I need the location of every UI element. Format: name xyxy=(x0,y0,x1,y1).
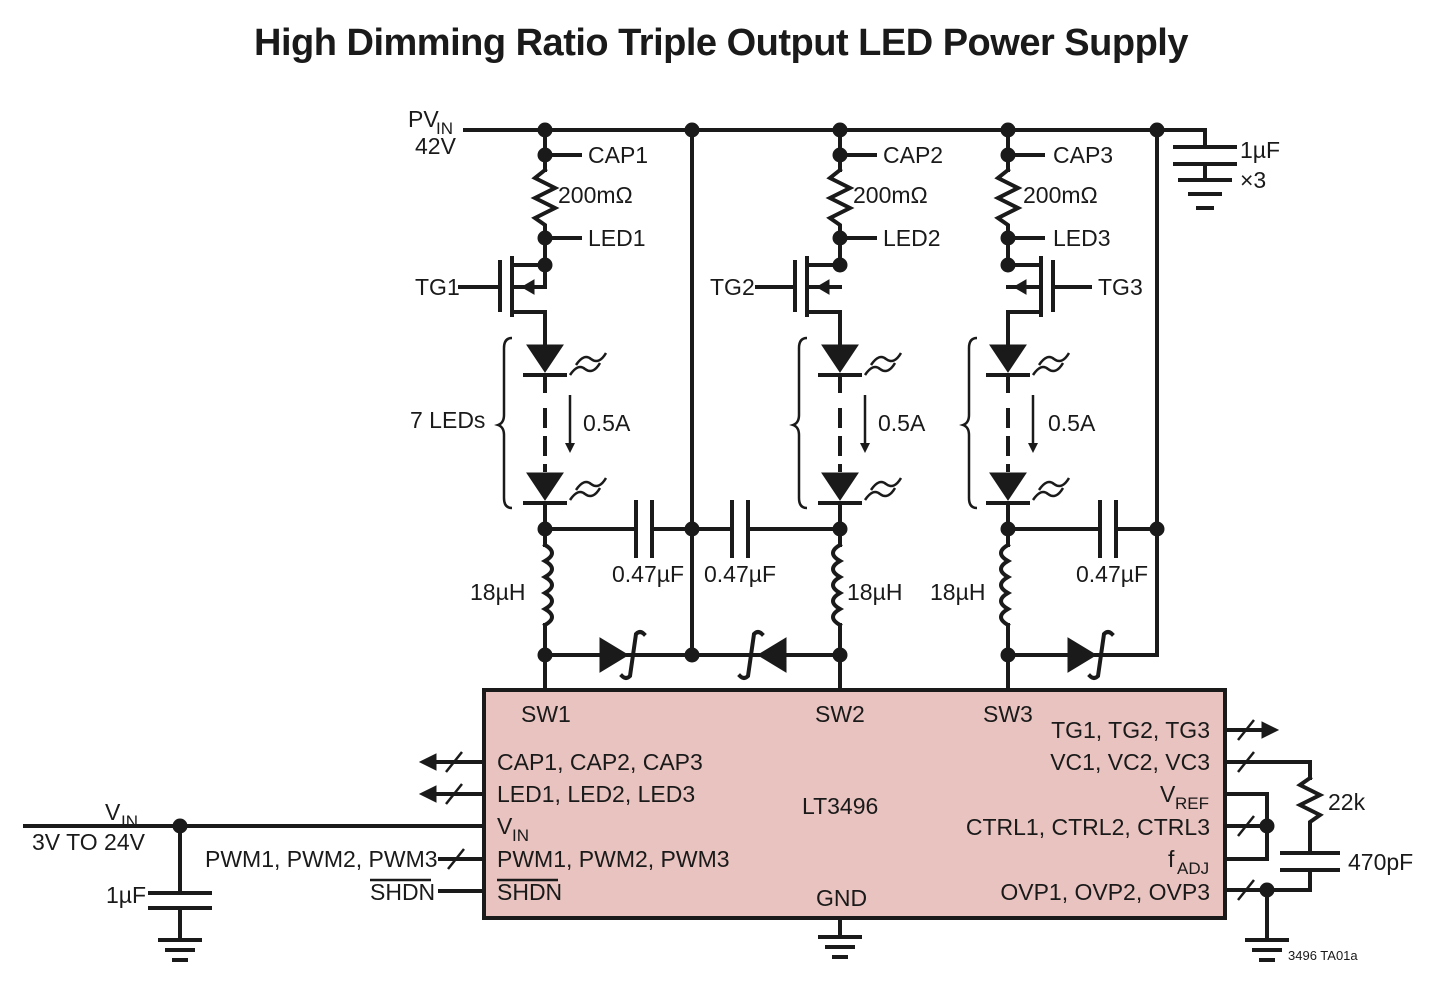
pwm-input: PWM1, PWM2, PWM3 xyxy=(205,846,438,872)
ctrl-pins: CTRL1, CTRL2, CTRL3 xyxy=(966,814,1210,840)
vc-pins: VC1, VC2, VC3 xyxy=(1050,749,1210,775)
vref-pin-sub: REF xyxy=(1175,794,1209,813)
cap3-label: CAP3 xyxy=(1053,142,1113,168)
sw2-pin: SW2 xyxy=(815,701,865,727)
input-vin-sub: IN xyxy=(121,812,138,831)
led3-label: LED3 xyxy=(1053,225,1111,251)
input-cap: 1µF xyxy=(106,882,146,908)
input-range: 3V TO 24V xyxy=(32,829,146,855)
ic-lt3496 xyxy=(482,688,1227,920)
fadj-pin: f xyxy=(1168,846,1175,872)
fadj-pin-sub: ADJ xyxy=(1177,859,1209,878)
cap1-label: CAP1 xyxy=(588,142,648,168)
res3-label: 200mΩ xyxy=(1023,182,1098,208)
channel-3 xyxy=(986,128,1159,692)
pwm-pins: PWM1, PWM2, PWM3 xyxy=(497,846,730,872)
ovp-pins: OVP1, OVP2, OVP3 xyxy=(1000,879,1210,905)
ic-name: LT3496 xyxy=(802,793,878,819)
current2-label: 0.5A xyxy=(878,410,926,436)
input-cap-count: ×3 xyxy=(1240,167,1266,193)
led1-label: LED1 xyxy=(588,225,646,251)
tg2-label: TG2 xyxy=(710,274,755,300)
ind3-label: 18µH xyxy=(930,579,985,605)
pvin-voltage: 42V xyxy=(415,133,457,159)
sw1-pin: SW1 xyxy=(521,701,571,727)
ind1-label: 18µH xyxy=(470,579,525,605)
current1-label: 0.5A xyxy=(583,410,631,436)
res1-label: 200mΩ xyxy=(558,182,633,208)
cap-pins: CAP1, CAP2, CAP3 xyxy=(497,749,703,775)
vin-pin-sub: IN xyxy=(512,826,529,845)
input-cap-value: 1µF xyxy=(1240,137,1280,163)
led-count-label: 7 LEDs xyxy=(410,407,485,433)
channel-2 xyxy=(690,128,903,692)
left-wiring xyxy=(23,751,486,962)
vin-pin: V xyxy=(497,813,513,839)
figure-id: 3496 TA01a xyxy=(1288,948,1358,963)
tg1-label: TG1 xyxy=(415,274,460,300)
tg-pins: TG1, TG2, TG3 xyxy=(1051,717,1210,743)
pvin-label: PV xyxy=(408,106,439,132)
diagram-title: High Dimming Ratio Triple Output LED Pow… xyxy=(254,22,1188,64)
comp-resistor: 22k xyxy=(1328,789,1366,815)
res2-label: 200mΩ xyxy=(853,182,928,208)
led-pins: LED1, LED2, LED3 xyxy=(497,781,695,807)
vref-pin: V xyxy=(1160,781,1176,807)
comp-cap: 470pF xyxy=(1348,849,1413,875)
cout1-label: 0.47µF xyxy=(612,561,684,587)
cout3-label: 0.47µF xyxy=(1076,561,1148,587)
shdn-input: SHDN xyxy=(370,879,435,905)
input-vin: V xyxy=(105,799,121,825)
pvin-sub: IN xyxy=(436,119,453,138)
led2-label: LED2 xyxy=(883,225,941,251)
ind2-label: 18µH xyxy=(847,579,902,605)
cap2-label: CAP2 xyxy=(883,142,943,168)
cout2-label: 0.47µF xyxy=(704,561,776,587)
shdn-pin: SHDN xyxy=(497,879,562,905)
gnd-pin: GND xyxy=(816,885,867,911)
channel-1 xyxy=(458,128,694,692)
current3-label: 0.5A xyxy=(1048,410,1096,436)
right-wiring xyxy=(1223,719,1340,962)
sw3-pin: SW3 xyxy=(983,701,1033,727)
tg3-label: TG3 xyxy=(1098,274,1143,300)
